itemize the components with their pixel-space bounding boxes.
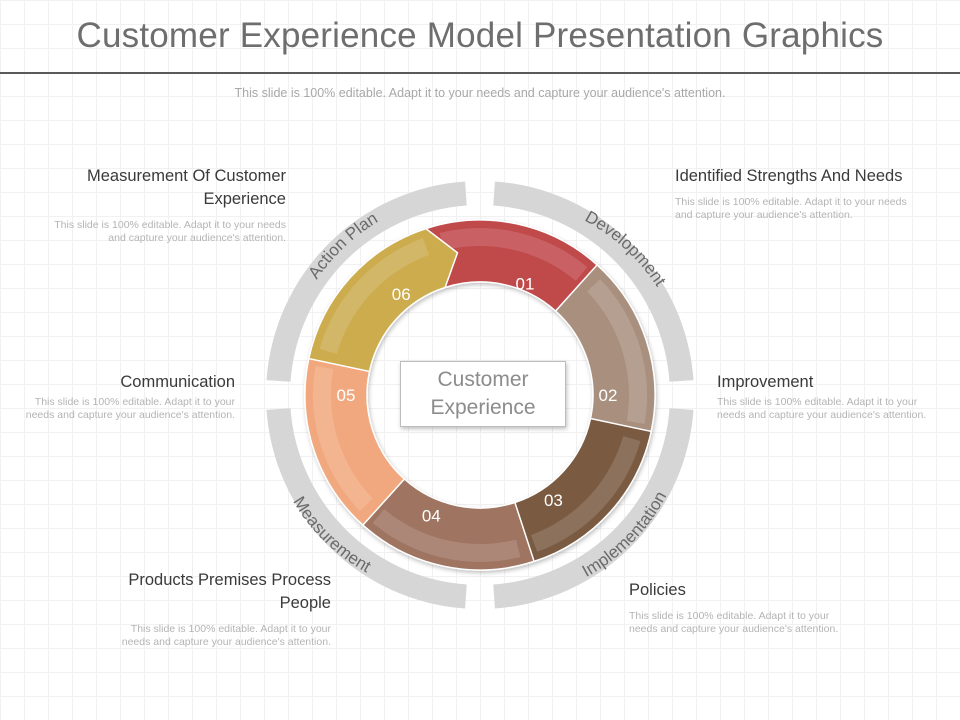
cycle-number-05: 05 [337,386,356,405]
title-divider [0,72,960,74]
cycle-segment-highlight [372,509,521,562]
text-block-body: This slide is 100% editable. Adapt it to… [121,623,331,648]
cycle-segment-highlight [312,366,373,511]
text-block-body: This slide is 100% editable. Adapt it to… [629,610,839,635]
cycle-number-06: 06 [392,285,411,304]
slide-title: Customer Experience Model Presentation G… [76,16,884,55]
text-block-body: This slide is 100% editable. Adapt it to… [25,396,235,421]
text-block-communication: Communication This slide is 100% editabl… [14,371,235,422]
text-block-improvement: Improvement This slide is 100% editable.… [717,371,937,422]
text-block-body: This slide is 100% editable. Adapt it to… [675,196,907,221]
text-block-heading: Policies [629,581,686,599]
text-block-heading: Products Premises Process People [128,571,331,612]
outer-arc-measurement [266,408,467,609]
cycle-segment-highlight [319,238,429,354]
text-block-products-premises: Products Premises Process People This sl… [100,569,331,649]
text-block-measurement-of-customer: Measurement Of Customer Experience This … [40,165,286,245]
outer-arc-development [493,181,694,382]
text-block-heading: Identified Strengths And Needs [675,167,903,185]
text-block-heading: Improvement [717,373,814,391]
cycle-number-02: 02 [599,386,618,405]
cycle-number-01: 01 [516,275,535,294]
slide-subtitle: This slide is 100% editable. Adapt it to… [234,86,726,100]
cycle-segment-highlight [587,279,648,424]
text-block-heading: Measurement Of Customer Experience [87,167,286,208]
text-block-identified-strengths: Identified Strengths And Needs This slid… [675,165,911,222]
text-block-heading: Communication [120,373,235,391]
cycle-number-03: 03 [544,491,563,510]
text-block-body: This slide is 100% editable. Adapt it to… [54,219,286,244]
cycle-number-04: 04 [422,507,441,526]
center-label-box: Customer Experience [400,361,566,427]
text-block-body: This slide is 100% editable. Adapt it to… [717,396,927,421]
cycle-segment-06 [307,227,459,373]
cycle-segment-highlight [439,228,588,281]
cycle-segment-highlight [531,436,641,552]
outer-arc-implementation [493,408,694,609]
text-block-policies: Policies This slide is 100% editable. Ad… [629,579,855,636]
outer-arc-action-plan [266,181,467,382]
